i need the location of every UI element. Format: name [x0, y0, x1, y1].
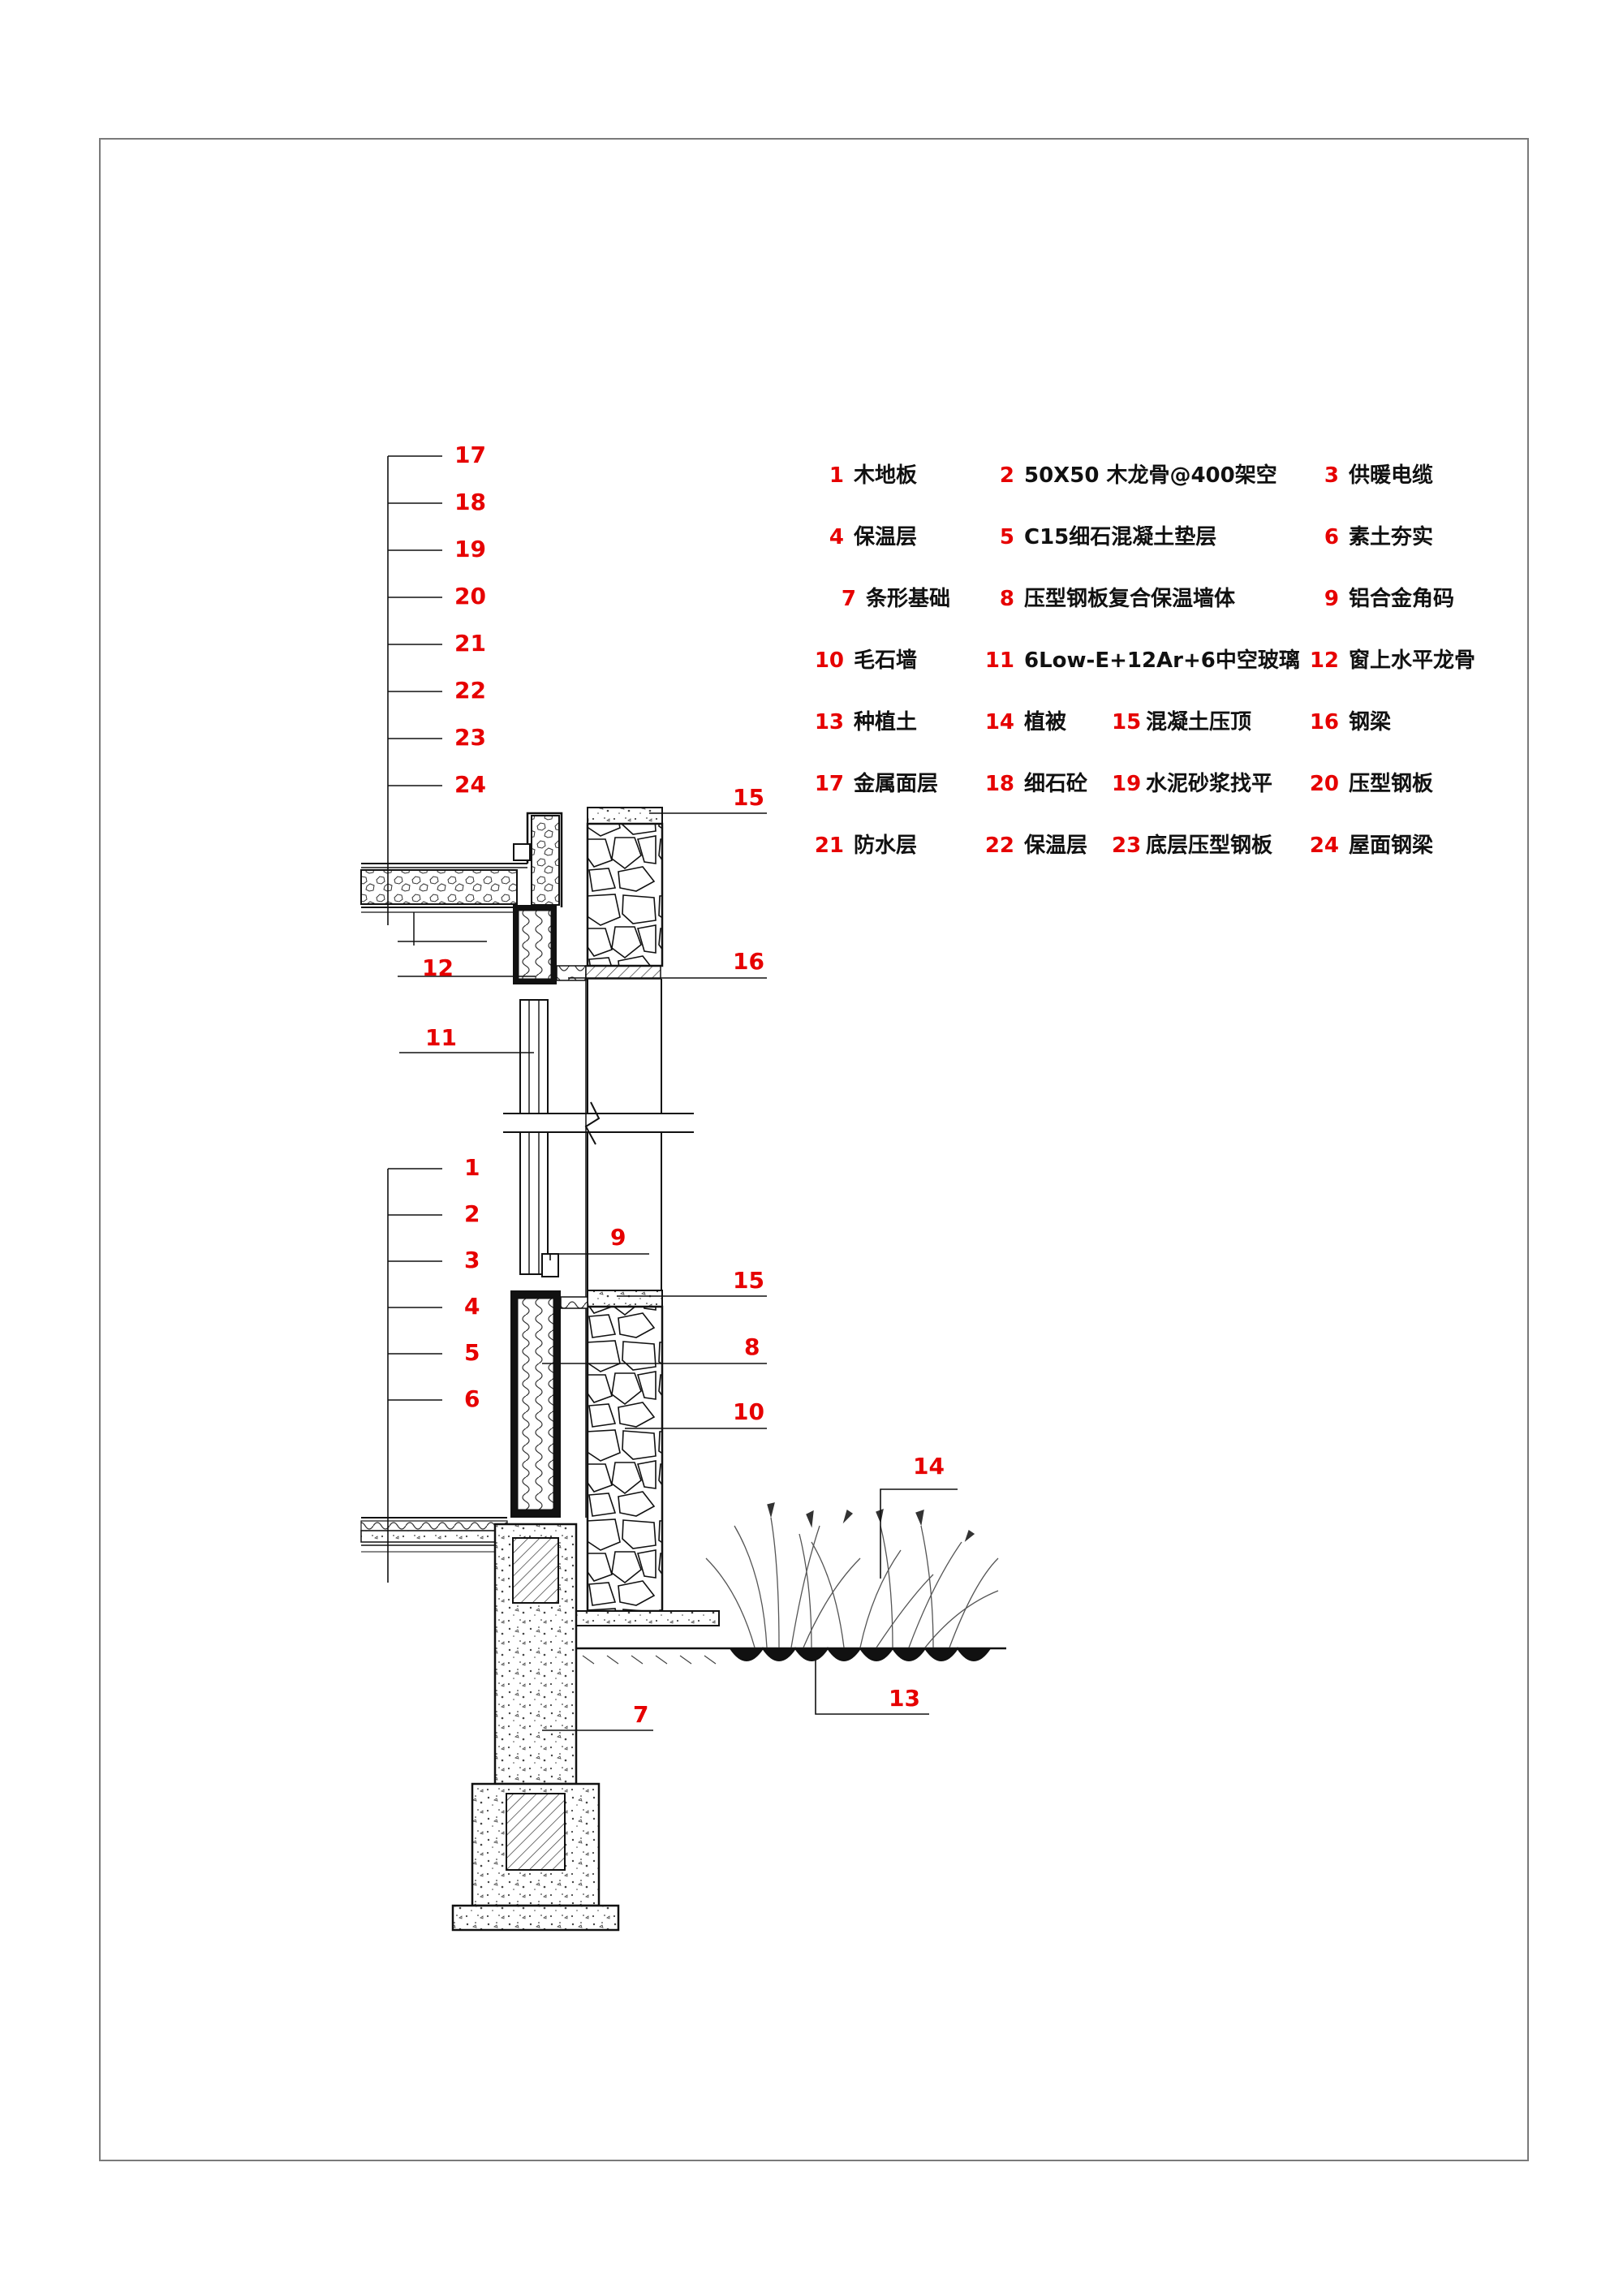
callout-label: 3 [464, 1247, 480, 1273]
roof-parapet-insulation [531, 815, 560, 906]
sheet-frame [99, 138, 1529, 2161]
callout-label: 23 [454, 724, 486, 751]
callout-label: 9 [610, 1224, 626, 1251]
callout-label: 11 [425, 1024, 457, 1051]
stone-lower [586, 1305, 664, 1613]
callout-label: 4 [464, 1293, 480, 1320]
composite-wall [510, 1290, 588, 1518]
callout-label: 2 [464, 1200, 480, 1227]
callout-label: 16 [733, 948, 764, 975]
foundation-footing-core [506, 1793, 566, 1871]
callout-label: 13 [889, 1685, 920, 1712]
callout-label: 12 [422, 954, 454, 981]
callout-label: 7 [633, 1701, 649, 1728]
foundation-blinding [451, 1904, 620, 1932]
callout-label: 5 [464, 1339, 480, 1366]
stone-upper [586, 822, 664, 967]
callout-label: 20 [454, 583, 486, 610]
callout-label: 24 [454, 771, 486, 798]
strip-foundation [451, 1523, 620, 1932]
floor-assembly [360, 1517, 508, 1553]
coping-mid [587, 1290, 663, 1307]
ground-line [576, 1647, 1006, 1665]
coping-top [587, 807, 663, 825]
callout-label: 22 [454, 677, 486, 704]
roof-assembly [360, 812, 563, 946]
callout-label: 8 [744, 1333, 760, 1360]
callout-label: 17 [454, 442, 486, 468]
stone-base-slab [574, 1610, 720, 1626]
callout-label: 1 [464, 1154, 480, 1181]
callout-label: 19 [454, 536, 486, 562]
callout-label: 14 [913, 1453, 945, 1480]
foundation-stem-core [512, 1537, 559, 1604]
callout-label: 10 [733, 1398, 764, 1425]
window-head-beam [513, 905, 587, 984]
steel-beam-16 [585, 965, 661, 980]
callout-label: 6 [464, 1385, 480, 1412]
callout-label: 18 [454, 489, 486, 515]
glazing-unit [519, 999, 559, 1277]
stone-wall [574, 807, 720, 1626]
callout-label: 15 [733, 1267, 764, 1294]
callout-label: 21 [454, 630, 486, 657]
leader-lines [387, 455, 958, 1731]
vegetation [705, 1502, 999, 1648]
roof-flashing [526, 812, 563, 907]
roof-gutter-block [513, 843, 531, 861]
roof-foam-insulation [360, 869, 518, 905]
callout-label: 15 [733, 784, 764, 811]
